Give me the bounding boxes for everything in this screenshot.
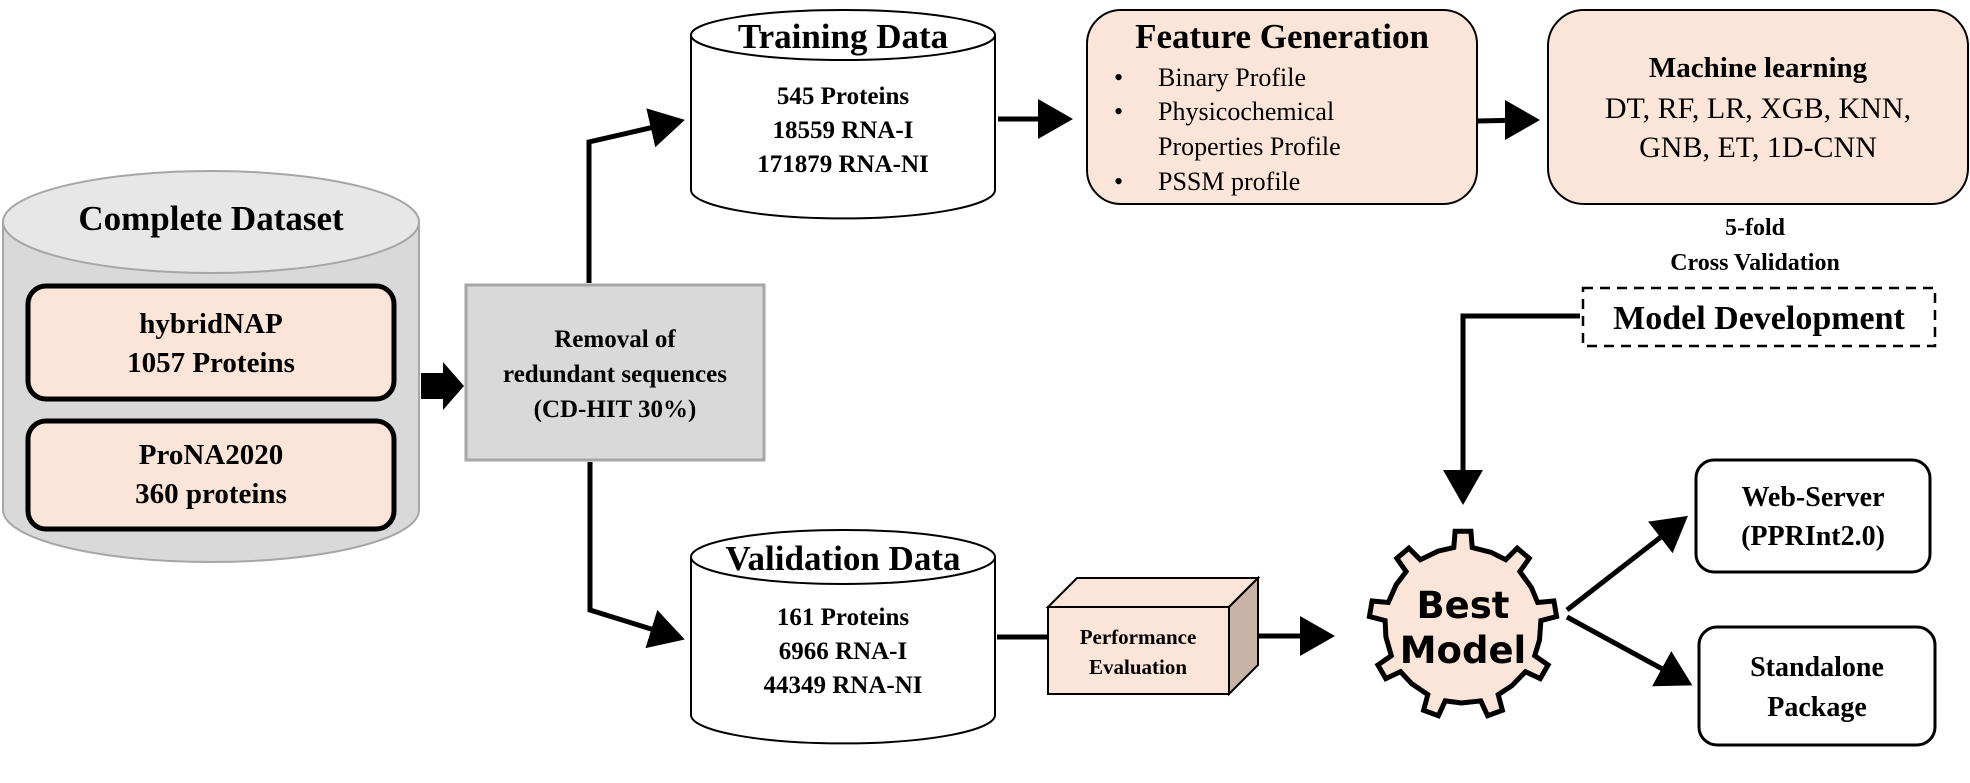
- source-name: hybridNAP: [139, 308, 282, 340]
- validation-data-line: 44349 RNA-NI: [763, 672, 922, 699]
- source-box-hybridnap: [25, 283, 397, 402]
- connector-to-validation: [587, 462, 685, 649]
- block-arrow-icon: [421, 362, 464, 410]
- best-model-label: Best: [1416, 584, 1509, 627]
- web-server-box: Web-Server (PPRInt2.0): [1694, 458, 1932, 574]
- machine-learning-title: Machine learning: [1649, 52, 1868, 84]
- validation-data-line: 6966 RNA-I: [779, 638, 907, 665]
- cross-validation-label: Cross Validation: [1670, 250, 1840, 276]
- machine-learning-box: Machine learning DT, RF, LR, XGB, KNN, G…: [1547, 9, 1969, 205]
- arrow-to-web-server: [1565, 515, 1688, 612]
- source-name: ProNA2020: [139, 439, 283, 471]
- best-model-gear: Best Model: [1366, 528, 1560, 719]
- connector-to-training: [586, 108, 685, 283]
- performance-evaluation-label: Performance: [1080, 625, 1197, 649]
- best-model-label: Model: [1400, 629, 1527, 672]
- feature-generation-title: Feature Generation: [1135, 17, 1429, 56]
- training-data-title: Training Data: [738, 17, 948, 56]
- redundancy-line: redundant sequences: [503, 361, 727, 388]
- standalone-label: Standalone: [1750, 652, 1884, 683]
- web-server-label: Web-Server: [1741, 482, 1884, 513]
- feature-generation-box: Feature Generation • Binary Profile • Ph…: [1086, 9, 1478, 205]
- standalone-package-box: Standalone Package: [1697, 625, 1937, 747]
- arrow-features-to-ml: [1477, 100, 1540, 140]
- source-box-prona2020: [25, 418, 397, 532]
- redundancy-line: Removal of: [554, 326, 676, 353]
- complete-dataset-title: Complete Dataset: [78, 199, 344, 238]
- redundancy-removal-box: Removal of redundant sequences (CD-HIT 3…: [464, 283, 766, 462]
- gear-icon: [1366, 528, 1560, 719]
- bullet-icon: •: [1114, 97, 1123, 126]
- feature-item: Properties Profile: [1158, 132, 1341, 161]
- training-data-line: 545 Proteins: [777, 83, 909, 110]
- bullet-icon: •: [1114, 167, 1123, 196]
- training-data-cylinder: Training Data 545 Proteins 18559 RNA-I 1…: [690, 9, 996, 220]
- bullet-icon: •: [1114, 63, 1123, 92]
- validation-data-line: 161 Proteins: [777, 604, 909, 631]
- web-server-label: (PPRInt2.0): [1741, 521, 1885, 552]
- performance-evaluation-cube: Performance Evaluation: [1045, 575, 1261, 697]
- arrow-model-development-to-best-model: [1443, 313, 1580, 505]
- feature-item: Physicochemical: [1158, 97, 1334, 126]
- arrow-to-standalone: [1565, 614, 1693, 687]
- training-data-line: 18559 RNA-I: [773, 117, 914, 144]
- validation-data-cylinder: Validation Data 161 Proteins 6966 RNA-I …: [690, 529, 996, 745]
- model-development-label: Model Development: [1613, 300, 1905, 337]
- complete-dataset-top: [2, 170, 420, 274]
- validation-data-title: Validation Data: [725, 539, 960, 578]
- model-development-box: Model Development: [1581, 286, 1937, 348]
- source-count: 1057 Proteins: [127, 347, 295, 379]
- machine-learning-models: DT, RF, LR, XGB, KNN,: [1605, 92, 1911, 125]
- feature-item: Binary Profile: [1158, 63, 1306, 92]
- performance-evaluation-label: Evaluation: [1089, 655, 1187, 679]
- redundancy-line: (CD-HIT 30%): [534, 396, 697, 423]
- source-count: 360 proteins: [135, 478, 287, 510]
- complete-dataset-cylinder: Complete Dataset hybridNAP 1057 Proteins…: [1, 170, 420, 563]
- cross-validation-label: 5-fold: [1725, 215, 1786, 241]
- training-data-line: 171879 RNA-NI: [757, 151, 929, 178]
- machine-learning-models: GNB, ET, 1D-CNN: [1639, 131, 1877, 164]
- standalone-label: Package: [1767, 692, 1867, 723]
- feature-item: PSSM profile: [1158, 167, 1300, 196]
